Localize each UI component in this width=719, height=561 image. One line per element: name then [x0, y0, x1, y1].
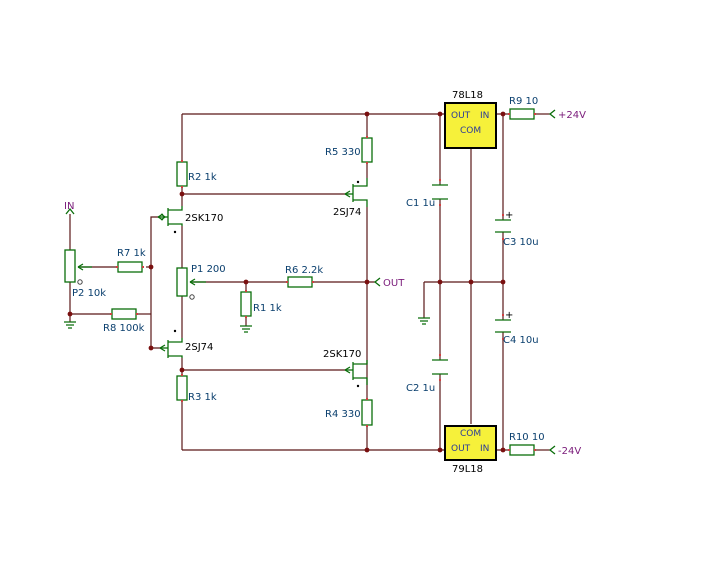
c2-label: C2 1u [406, 383, 435, 394]
junction-dot [437, 111, 443, 117]
junction-dot [243, 279, 249, 285]
c3-label: C3 10u [503, 237, 539, 248]
junction-dot [67, 311, 73, 317]
port-out-label: OUT [383, 278, 405, 289]
ground-symbol-icon [64, 321, 76, 329]
resistor-r7 [117, 261, 143, 273]
pin-markers [110, 113, 536, 451]
resistor-r10 [509, 444, 535, 456]
junction-dot [500, 447, 506, 453]
junction-dot [364, 279, 370, 285]
resistor-r4 [361, 399, 373, 426]
jfet-q4-2sk170 [344, 360, 368, 388]
c4-label: C4 10u [503, 335, 539, 346]
q3-label: 2SJ74 [333, 207, 361, 218]
reg-pos-label: 78L18 [452, 90, 483, 101]
orientation-dot-icon [356, 384, 360, 388]
q4-label: 2SK170 [323, 349, 361, 360]
junction-dot [437, 447, 443, 453]
port-neg-supply-icon [548, 445, 556, 455]
orientation-dot-icon [356, 180, 360, 184]
r10-label: R10 10 [509, 432, 545, 443]
r8-label: R8 100k [103, 323, 145, 334]
q2-label: 2SJ74 [185, 342, 213, 353]
c1-label: C1 1u [406, 198, 435, 209]
jfet-q3-2sj74 [344, 178, 368, 207]
regulator-78l18: OUT IN COM [444, 102, 497, 149]
junction-dot [179, 191, 185, 197]
p2-label: P2 10k [72, 288, 106, 299]
jfet-q2-2sj74 [159, 329, 183, 358]
reg-pin-com-label: COM [460, 429, 481, 439]
r1-label: R1 1k [253, 303, 282, 314]
port-in-icon [65, 207, 75, 215]
reg-pin-out-label: OUT [451, 111, 471, 121]
orientation-dot-icon [173, 329, 177, 333]
junction-dot [148, 264, 154, 270]
junction-dot [148, 345, 154, 351]
potentiometer-p1 [176, 267, 206, 300]
p1-label: P1 200 [191, 264, 226, 275]
junction-dot [500, 279, 506, 285]
junction-dot [364, 111, 370, 117]
reg-neg-label: 79L18 [452, 464, 483, 475]
reg-pin-com-label: COM [460, 126, 481, 136]
r4-label: R4 330 [325, 409, 361, 420]
junction-dot [364, 447, 370, 453]
reg-pin-in-label: IN [480, 111, 489, 121]
resistor-r5 [361, 137, 373, 163]
port-neg-supply-label: -24V [558, 446, 581, 457]
resistor-r9 [509, 108, 535, 120]
regulator-79l18: COM OUT IN [444, 425, 497, 461]
r2-label: R2 1k [188, 172, 217, 183]
pot-wiper-marker-icon [189, 294, 195, 300]
resistor-r8 [111, 308, 137, 320]
resistor-r2 [176, 161, 188, 187]
reg-pin-in-label: IN [480, 444, 489, 454]
resistor-r3 [176, 375, 188, 401]
capacitor-polarity-label: + [505, 210, 513, 221]
port-pos-supply-icon [548, 109, 556, 119]
r9-label: R9 10 [509, 96, 538, 107]
pot-wiper-marker-icon [77, 279, 83, 285]
junction-dot [468, 279, 474, 285]
capacitor-polarity-label: + [505, 310, 513, 321]
q1-label: 2SK170 [185, 213, 223, 224]
r6-label: R6 2.2k [285, 265, 323, 276]
capacitor-c1 [432, 184, 448, 200]
potentiometer-p2 [64, 249, 92, 285]
junction-dot [437, 279, 443, 285]
ground-symbol-icon [418, 317, 430, 325]
junction-dot [500, 111, 506, 117]
reg-pin-out-label: OUT [451, 444, 471, 454]
capacitor-c4: + [495, 310, 513, 333]
orientation-dot-icon [173, 230, 177, 234]
r7-label: R7 1k [117, 248, 146, 259]
r5-label: R5 330 [325, 147, 361, 158]
port-in-label: IN [64, 201, 74, 212]
capacitor-c2 [432, 359, 448, 375]
ground-symbol-icon [240, 325, 252, 333]
port-pos-supply-label: +24V [558, 110, 586, 121]
junction-dot [179, 367, 185, 373]
junctions [67, 111, 506, 453]
resistor-r6 [287, 276, 313, 288]
capacitor-c3: + [495, 210, 513, 233]
port-out-icon [373, 277, 381, 287]
jfet-q1-2sk170 [157, 206, 183, 234]
resistor-r1 [240, 291, 252, 317]
r3-label: R3 1k [188, 392, 217, 403]
